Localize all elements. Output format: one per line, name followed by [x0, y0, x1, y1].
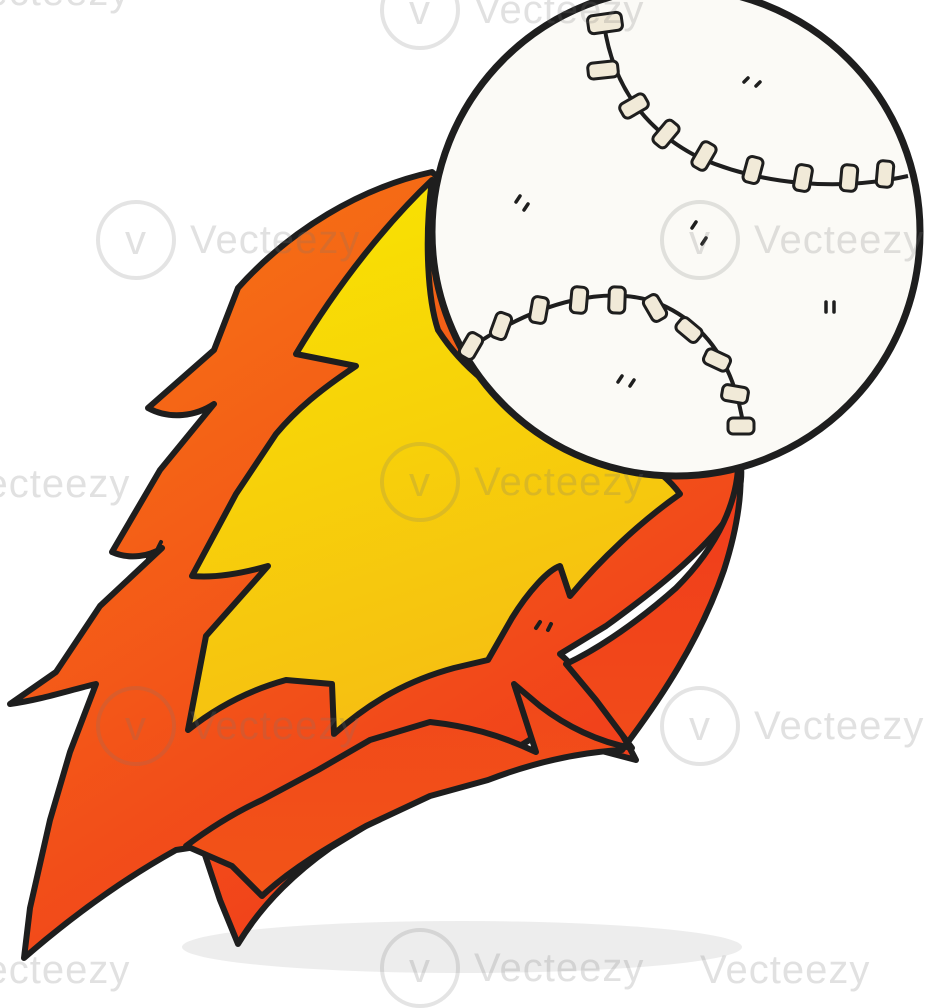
- ball-texture-marks: [514, 76, 836, 388]
- baseball: [428, 0, 924, 480]
- bottom-stitches: [457, 285, 756, 436]
- lower-red-flame: [183, 445, 744, 899]
- ground-shadow: [182, 921, 742, 973]
- top-stitches: [586, 10, 896, 193]
- flaming-baseball-illustration: [7, 0, 924, 973]
- flame-detail-marks: [146, 540, 553, 632]
